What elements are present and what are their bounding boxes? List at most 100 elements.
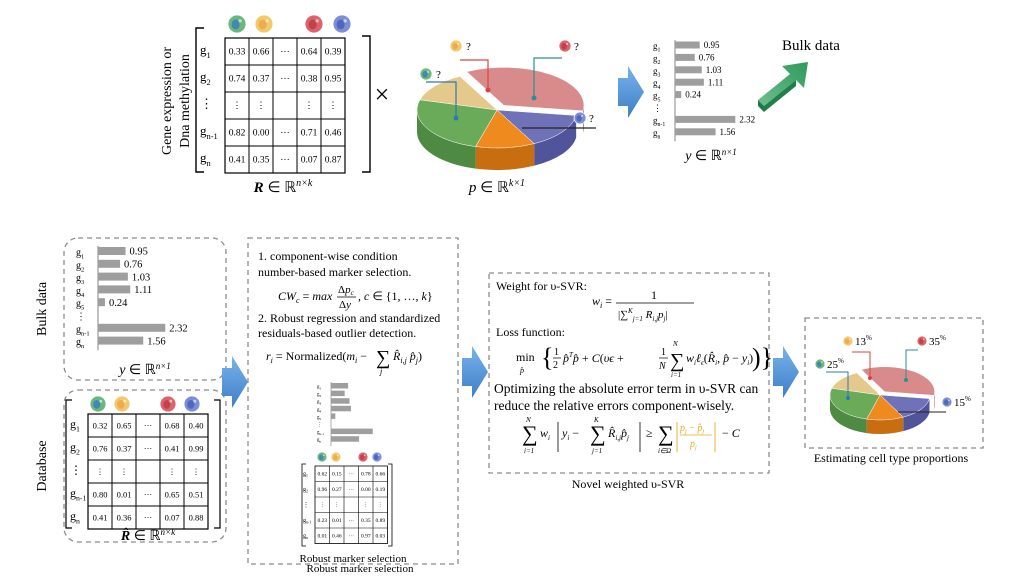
cell-type-icons-mini [316,451,383,463]
slice-green-side [417,110,476,169]
mini-matrix-cell: 0.62 [317,472,327,478]
matrix-cell: 0.95 [325,75,342,85]
matrix-cell: 0.66 [253,48,270,58]
svg-text:− C: − C [722,426,741,440]
marker-caption-2: Robust marker selection [307,563,414,575]
weight-title: Weight for υ-SVR: [496,279,587,293]
mini-matrix-cell: 0.96 [317,487,327,493]
bar-value-label: 1.03 [706,65,722,75]
mini-matrix-cell: 0.19 [375,487,385,493]
mini-matrix-cell: 0.66 [375,472,385,478]
bar [675,128,716,136]
svg-text:≥: ≥ [646,426,653,440]
bar-gene-label: gn-1 [653,115,665,128]
equation-weight: wi = 1 |∑Kj=1 Ri,jpj| [592,288,694,323]
svg-text:CWc = max: CWc = max [278,289,333,305]
bar-value-label: 2.32 [169,324,187,335]
svr-box [488,272,770,474]
mini-matrix-cell: 0.89 [375,518,385,524]
svg-text:N: N [525,416,531,424]
database-side-label: Database [35,440,50,491]
svg-text:wiℓϵ(R̂i, p̂ − yi): wiℓϵ(R̂i, p̂ − yi) [686,351,753,367]
matrix-cell: 0.99 [189,443,204,453]
cell-yellow-icon [113,395,131,413]
result-box [804,317,984,449]
matrix-cell: 0.37 [117,443,132,453]
mini-matrix-row-label: gn [303,533,308,540]
matrix-bracket-right [362,35,371,173]
svg-text:ri = Normalized(mi −: ri = Normalized(mi − [266,349,367,365]
bar-gene-label: g5 [653,91,661,104]
svr-text-2: reduce the relative errors component-wis… [494,398,734,413]
svg-text:1: 1 [651,288,657,302]
matrix-cell: 0.65 [165,489,180,499]
result-percent: 35% [929,334,946,348]
matrix-cell: 0.87 [325,156,342,166]
result-percent: 15% [954,395,971,409]
equation-loss: min p̂ { 1 2 p̂Tp̂ + C(υϵ + 1 N ∑ N i=1 … [516,340,773,379]
database-box [63,389,227,543]
bar [98,272,128,281]
mini-matrix-row-label: ⋮ [303,502,309,508]
svg-text:Gene expression or: Gene expression or [160,47,175,155]
mini-matrix-cell: 0.01 [332,518,342,524]
cell-blue-icon [941,396,953,408]
slice-orange-side [475,143,535,170]
matrix-row-label: g1 [70,417,80,434]
svg-text:∑: ∑ [376,347,390,369]
bar [98,259,121,268]
matrix-cell: 0.41 [165,443,180,453]
matrix-row-label: gn [70,509,80,526]
bar-gene-label: g4 [653,78,661,91]
arrow-to-svr [462,346,488,398]
svg-text:pj: pj [689,439,697,451]
matrix-bracket-left [195,27,204,173]
bar-gene-label: g1 [76,248,84,261]
mini-bar [331,413,336,419]
pie-caption: p ∈ ℝk×1 [468,178,525,196]
bar-gene-label: ⋮ [76,312,86,323]
svr-text-1: Optimizing the absolute error term in υ-… [494,381,758,396]
mini-matrix-cell: 0.01 [317,534,327,540]
mini-matrix-cell: ··· [349,487,355,493]
matrix-cell: 0.41 [93,512,108,522]
matrix-cell: 0.80 [93,489,108,499]
bar-value-label: 0.24 [685,90,701,100]
mini-matrix-cell: 0.35 [361,518,371,524]
cell-yellow-icon [254,14,274,34]
svg-text:∑: ∑ [522,421,538,446]
mini-matrix-cell: 0.46 [332,534,342,540]
mini-bar-gene-label: g5 [317,415,322,421]
svg-text:N: N [672,340,678,348]
bar-gene-label: g2 [76,260,84,273]
svg-text:min: min [516,350,535,364]
mini-matrix-cell: ⋮ [320,503,326,509]
loss-title: Loss function: [496,325,565,339]
matrix-cell: 0.07 [165,512,180,522]
matrix-cell: 0.71 [301,129,318,139]
svg-text:, c ∈ {1, …, k}: , c ∈ {1, …, k} [358,289,433,303]
mini-matrix-cell: 0.23 [317,518,327,524]
svg-text:i∈Ω: i∈Ω [658,447,671,455]
cell-type-icons-top [227,14,352,34]
bulk-data-title: Bulk data [782,38,840,54]
svg-text:R̂i,j p̂j): R̂i,j p̂j) [392,349,422,365]
matrix-cell: 0.82 [229,129,246,139]
matrix-cell: ⋮ [192,466,201,476]
slice-pink [466,67,585,112]
mini-matrix-cell: 0.97 [361,534,371,540]
bar [98,336,144,345]
bar-gene-label: gn-1 [76,324,90,337]
matrix-cell: 0.51 [189,489,204,499]
svg-text:j: j [379,367,383,376]
svg-text:K: K [593,416,599,424]
slice-blue-side [534,115,577,166]
matrix-cell: ⋮ [256,102,266,112]
bar-gene-label: g3 [76,273,84,286]
matrix-cell: 0.74 [229,75,246,85]
mini-bar-gene-label: gn-1 [317,431,324,437]
svg-text:|∑Kj=1 Ri,jpj|: |∑Kj=1 Ri,jpj| [618,307,668,323]
